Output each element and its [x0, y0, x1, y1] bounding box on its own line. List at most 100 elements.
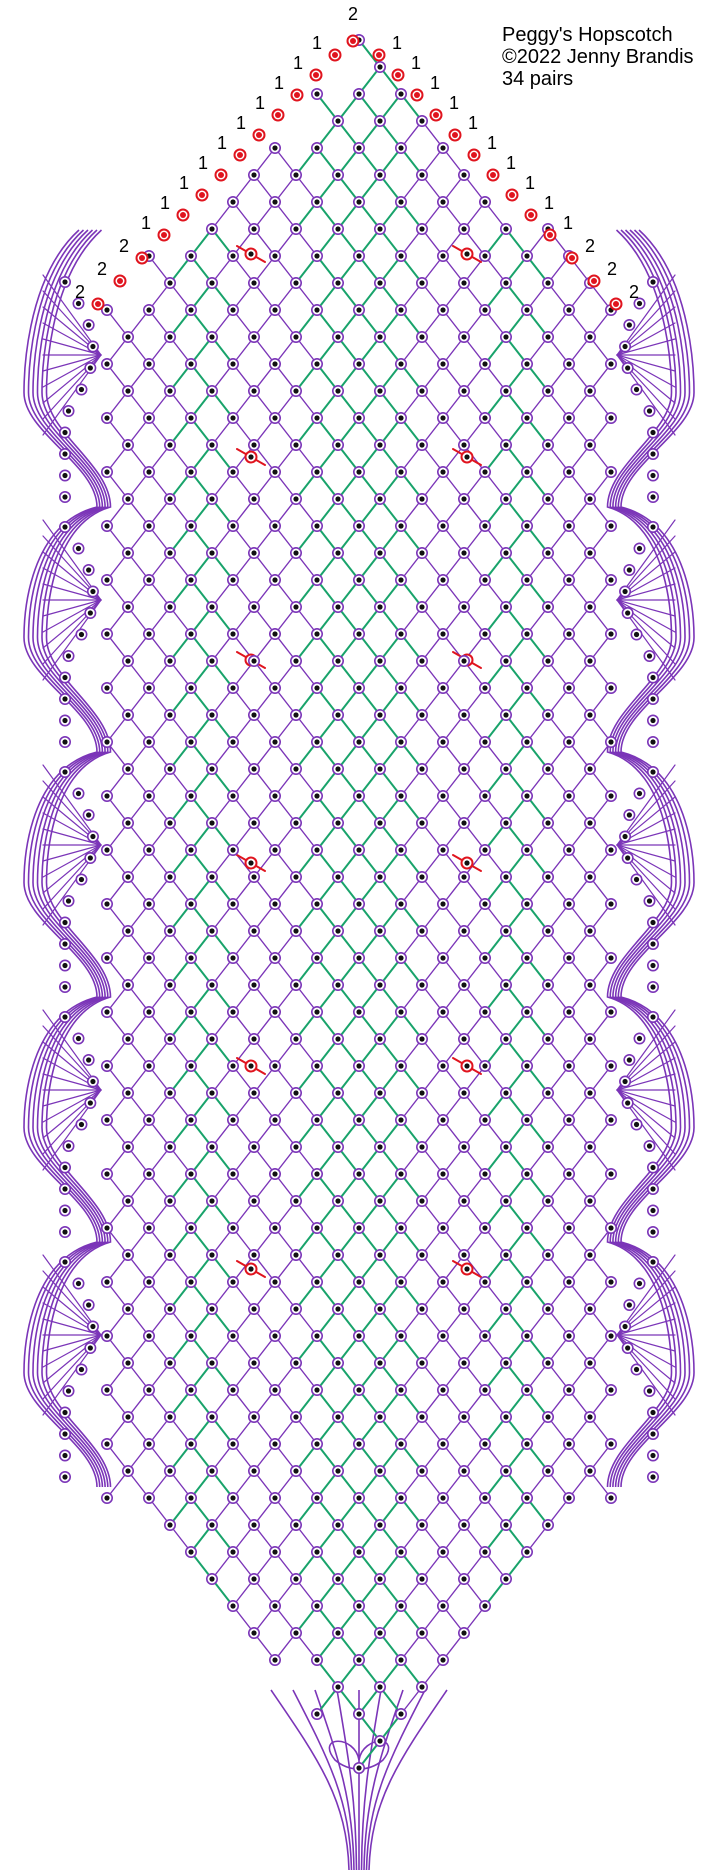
pin-dot	[440, 523, 445, 528]
pin-dot	[293, 226, 298, 231]
pin-dot	[482, 307, 487, 312]
pin-dot	[335, 604, 340, 609]
pin-dot	[230, 1171, 235, 1176]
pin-dot	[293, 442, 298, 447]
pin-dot	[419, 1252, 424, 1257]
pin-dot	[524, 577, 529, 582]
pin-dot	[314, 1117, 319, 1122]
pin-dot	[461, 766, 466, 771]
pair-label-right: 1	[487, 133, 497, 153]
pin-dot	[503, 712, 508, 717]
red-start-dot	[294, 92, 300, 98]
pair-label-left: 1	[293, 53, 303, 73]
pin-dot	[503, 658, 508, 663]
pin-dot	[461, 1630, 466, 1635]
pin-dot	[377, 766, 382, 771]
pin-dot	[566, 361, 571, 366]
pin-dot	[125, 1360, 130, 1365]
pin-dot	[335, 226, 340, 231]
pin-dot	[146, 361, 151, 366]
pin-dot	[188, 1225, 193, 1230]
red-start-dot	[569, 255, 575, 261]
pin-dot	[125, 982, 130, 987]
pin-dot	[146, 847, 151, 852]
pin-dot	[377, 388, 382, 393]
pin-dot	[377, 1090, 382, 1095]
pin-dot	[503, 820, 508, 825]
pin-dot	[622, 589, 627, 594]
pin-dot	[647, 1388, 652, 1393]
pin-dot	[251, 1522, 256, 1527]
red-start-dot	[471, 152, 477, 158]
pin-dot	[230, 1225, 235, 1230]
pin-dot	[62, 739, 67, 744]
pin-dot	[650, 696, 655, 701]
pin-dot	[62, 1186, 67, 1191]
pin-dot	[230, 361, 235, 366]
pin-dot	[461, 1576, 466, 1581]
pin-dot	[419, 1144, 424, 1149]
pin-dot	[587, 820, 592, 825]
pin-dot	[461, 604, 466, 609]
pair-label-left: 1	[312, 33, 322, 53]
pin-dot	[524, 469, 529, 474]
pin-dot	[272, 1225, 277, 1230]
pin-dot	[482, 469, 487, 474]
pin-dot	[314, 469, 319, 474]
pin-dot	[167, 1522, 172, 1527]
pin-dot	[627, 322, 632, 327]
pin-dot	[356, 1279, 361, 1284]
pin-dot	[86, 1057, 91, 1062]
pin-dot	[230, 1009, 235, 1014]
pin-dot	[104, 307, 109, 312]
pin-dot	[482, 1387, 487, 1392]
pin-dot	[566, 1441, 571, 1446]
pin-dot	[419, 1036, 424, 1041]
pin-dot	[335, 766, 340, 771]
pin-dot	[566, 1333, 571, 1338]
pin-dot	[545, 1306, 550, 1311]
pair-label-right: 1	[506, 153, 516, 173]
pin-dot	[419, 1090, 424, 1095]
pin-dot	[335, 334, 340, 339]
pin-dot	[104, 847, 109, 852]
pin-dot	[356, 253, 361, 258]
pin-dot	[62, 451, 67, 456]
pin-dot	[167, 604, 172, 609]
start-pins	[93, 36, 622, 310]
pin-dot	[356, 523, 361, 528]
pin-dot	[545, 1198, 550, 1203]
pin-dot	[650, 1410, 655, 1415]
pin-dot	[293, 1090, 298, 1095]
pin-dot	[524, 739, 529, 744]
pin-dot	[209, 874, 214, 879]
pin-dot	[545, 442, 550, 447]
pin-dot	[524, 253, 529, 258]
pin-dot	[251, 820, 256, 825]
pin-dot	[356, 1495, 361, 1500]
pin-dot	[230, 631, 235, 636]
pin-dot	[104, 1171, 109, 1176]
pin-dot	[398, 1549, 403, 1554]
pin-dot	[377, 1036, 382, 1041]
pin-dot	[650, 1186, 655, 1191]
pin-dot	[167, 1360, 172, 1365]
pin-dot	[650, 1165, 655, 1170]
pin-dot	[146, 1495, 151, 1500]
pin-dot	[209, 928, 214, 933]
pin-dot	[356, 685, 361, 690]
pin-dot	[650, 451, 655, 456]
pin-dot	[167, 1090, 172, 1095]
pin-dot	[503, 1468, 508, 1473]
pin-dot	[503, 1576, 508, 1581]
pin-dot	[146, 1009, 151, 1014]
pin-dot	[188, 1441, 193, 1446]
pin-dot	[125, 496, 130, 501]
pin-dot	[146, 631, 151, 636]
pin-dot	[356, 901, 361, 906]
pin-dot	[608, 1171, 613, 1176]
pin-dot	[440, 253, 445, 258]
pin-dot	[482, 253, 487, 258]
pin-dot	[79, 1122, 84, 1127]
pin-dot	[566, 793, 571, 798]
